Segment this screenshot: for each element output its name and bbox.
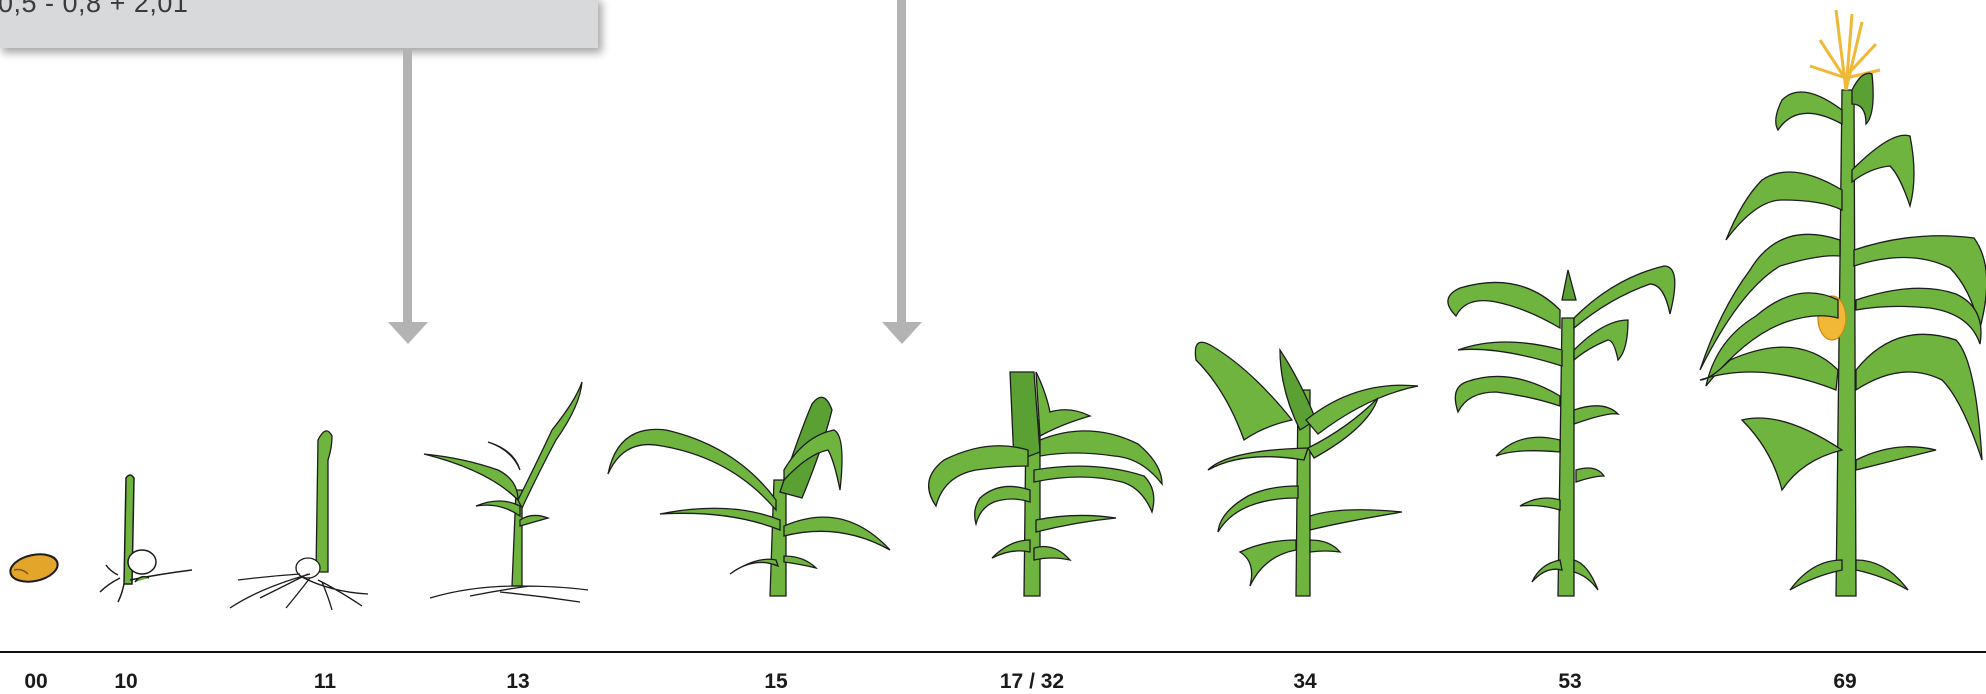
stage-label-15: 15 — [764, 670, 788, 693]
seven-leaf-plant-icon — [928, 371, 1163, 597]
five-leaf-plant-icon — [607, 396, 891, 597]
tassel-icon — [1809, 9, 1881, 91]
application-window-end-arrow — [882, 0, 922, 344]
application-window-start-arrow — [388, 48, 428, 344]
stage-label-11: 11 — [313, 670, 337, 693]
three-leaf-plant-icon — [423, 381, 589, 603]
stage-label-10: 10 — [114, 670, 138, 693]
stage-label-53: 53 — [1558, 670, 1582, 693]
seed-icon — [9, 553, 59, 583]
stage-label-69: 69 — [1833, 670, 1857, 693]
timeline-baseline — [0, 651, 1986, 653]
stage-label-34: 34 — [1293, 670, 1317, 693]
stage-label-13: 13 — [506, 670, 530, 693]
tassel-emergence-plant-icon — [1447, 265, 1676, 597]
dosage-text: 0,5 - 0,8 + 2,01 — [0, 0, 189, 18]
flowering-plant-icon — [1699, 9, 1986, 597]
stem-elongation-plant-icon — [1194, 341, 1419, 597]
stage-label-00: 00 — [24, 670, 48, 693]
dosage-box: 0,5 - 0,8 + 2,01 — [0, 0, 598, 48]
germination-icon — [99, 474, 193, 603]
stage-label-17-32: 17 / 32 — [999, 670, 1065, 693]
seedling-icon — [229, 430, 369, 611]
